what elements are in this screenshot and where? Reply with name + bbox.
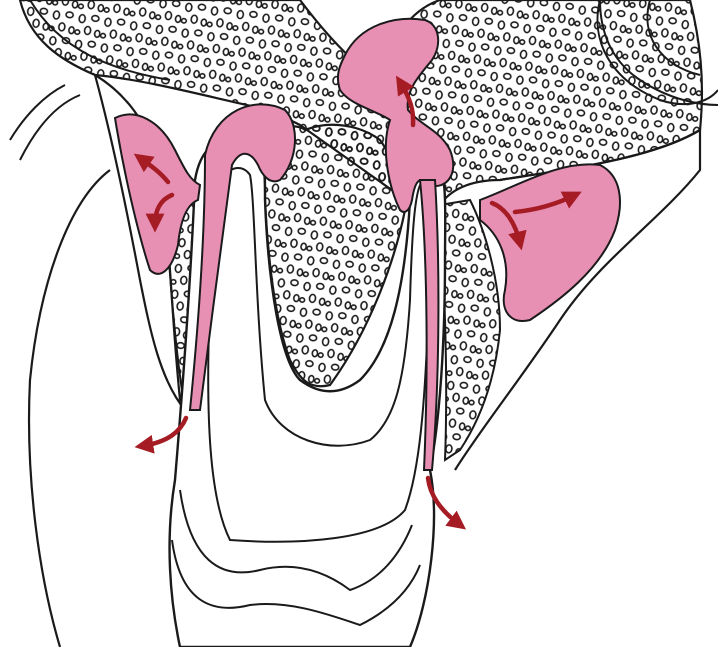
right-buccal-abscess xyxy=(480,164,620,321)
soft-tissue-outline xyxy=(10,85,110,647)
